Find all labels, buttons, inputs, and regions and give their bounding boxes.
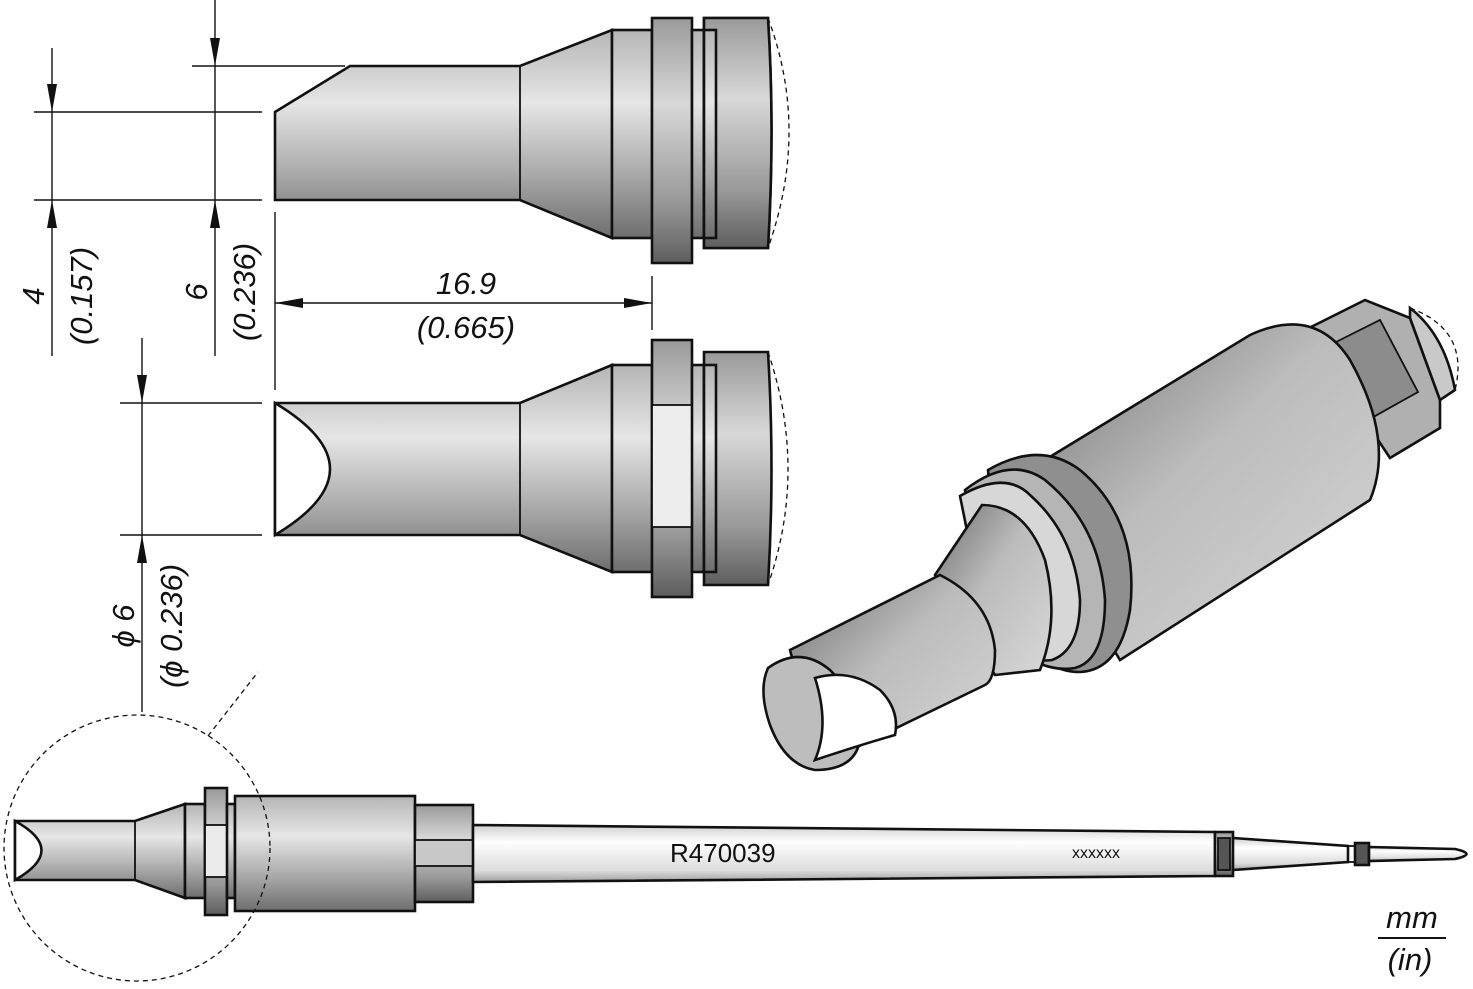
dimension-thickness: 4 (0.157) [16,48,262,356]
unit-mm: mm [1386,900,1438,935]
dim-thickness-in: (0.157) [64,247,99,345]
part-number-label: R470039 [670,838,776,868]
dim-length-mm: 16.9 [436,266,496,301]
dim-width-in: (0.236) [227,243,262,341]
dimension-length: 16.9 (0.665) [274,212,653,390]
tip-side-view [273,16,790,265]
units-legend: mm (in) [1378,900,1446,977]
dim-length-in: (0.665) [417,310,515,345]
dim-width-mm: 6 [179,283,214,301]
cartridge-view: R470039 xxxxxx [3,671,1468,982]
tip-isometric-view [762,298,1459,772]
dimension-width: 6 (0.236) [179,0,345,356]
dimension-diameter: ϕ 6 (ϕ 0.236) [106,338,262,712]
unit-in: (in) [1388,942,1433,977]
dim-diameter-in: (ϕ 0.236) [154,564,189,688]
tip-top-view [273,338,789,599]
dim-thickness-mm: 4 [16,287,51,304]
dim-diameter-mm: ϕ 6 [106,604,141,648]
code-mark-label: xxxxxx [1072,845,1120,862]
